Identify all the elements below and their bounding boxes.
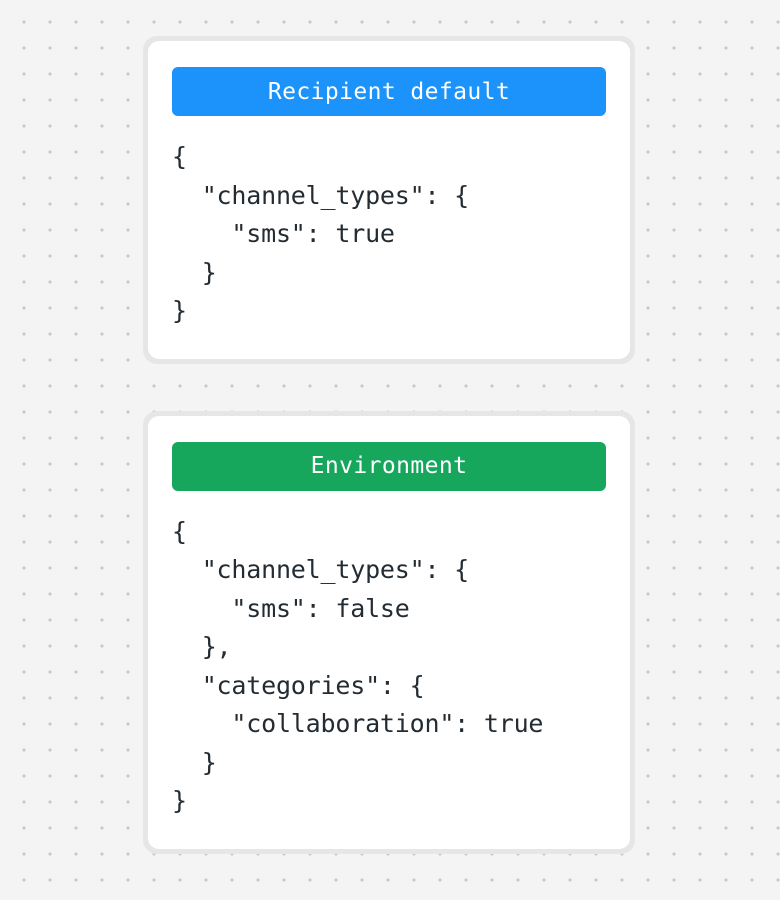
card-stack: Recipient default { "channel_types": { "…	[143, 0, 635, 854]
card-header-label: Recipient default	[267, 78, 511, 105]
card-frame-recipient-default: Recipient default { "channel_types": { "…	[143, 36, 635, 364]
card-frame-environment: Environment { "channel_types": { "sms": …	[143, 410, 635, 854]
card-environment: Environment { "channel_types": { "sms": …	[148, 415, 630, 849]
card-header-recipient-default: Recipient default	[172, 67, 606, 116]
json-code-recipient-default: { "channel_types": { "sms": true } }	[172, 142, 470, 325]
json-code-environment: { "channel_types": { "sms": false }, "ca…	[172, 516, 544, 816]
card-header-label: Environment	[310, 453, 468, 479]
card-recipient-default: Recipient default { "channel_types": { "…	[148, 41, 630, 359]
card-header-environment: Environment	[172, 441, 606, 491]
